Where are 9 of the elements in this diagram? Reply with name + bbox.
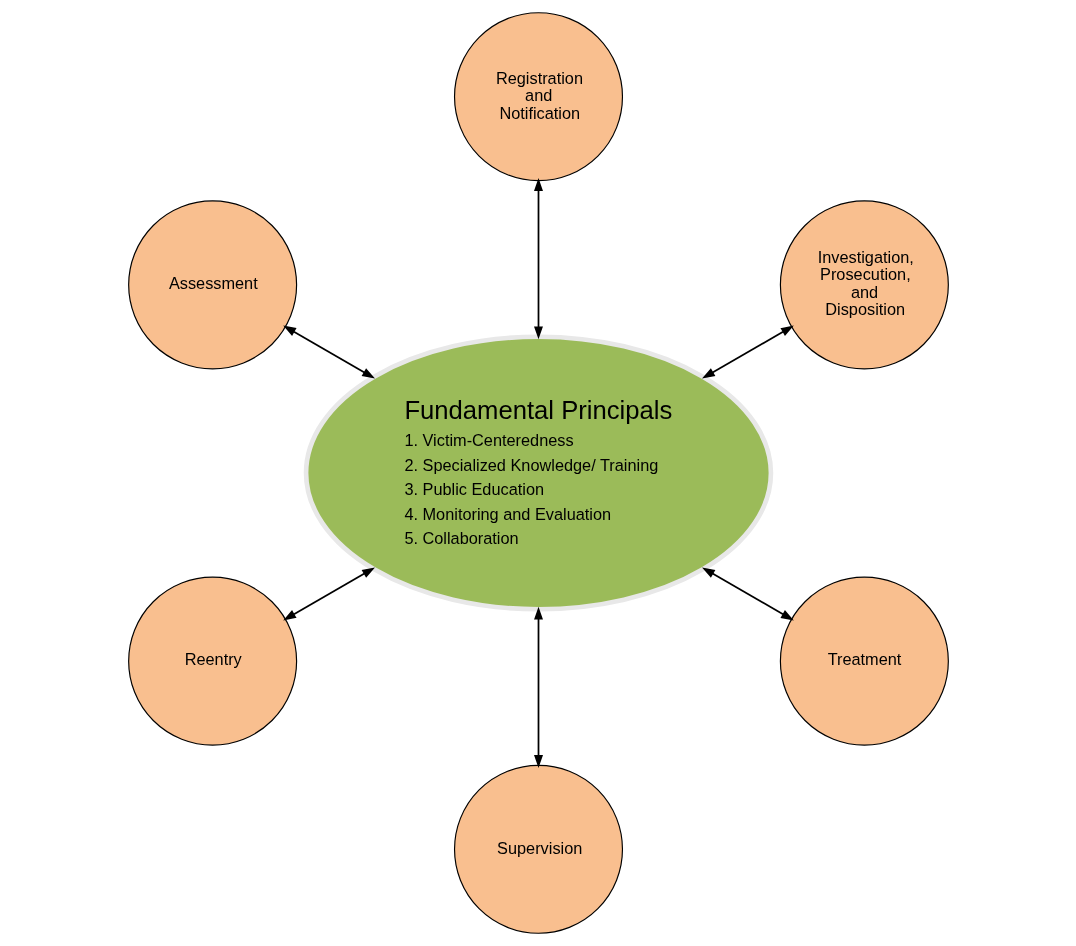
arrow (282, 325, 375, 379)
node-circle: Supervision (453, 764, 623, 934)
arrow (533, 606, 543, 768)
arrow (701, 325, 794, 379)
arrow (701, 567, 794, 621)
arrow (533, 178, 543, 340)
node-circle: Registration and Notification (453, 12, 623, 182)
arrow (282, 567, 375, 621)
node-ellipse: Fundamental Principals 1. Victim-Centeredness 2. Specialized Knowledge/ Training 3. Public Education 4. Monitoring and Evaluation 5. Collaboration (303, 334, 773, 612)
